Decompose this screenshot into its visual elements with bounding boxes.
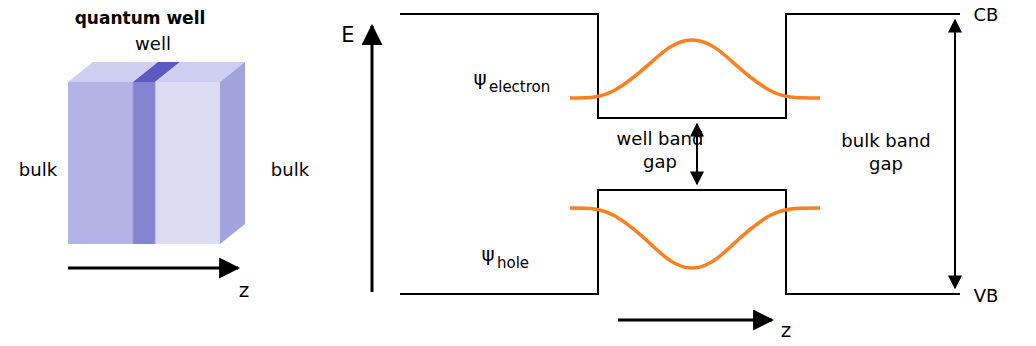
wavefunction-symbol: ψ bbox=[481, 242, 494, 266]
layer-label: bulk bbox=[19, 159, 57, 181]
valence-band-edge bbox=[400, 190, 960, 294]
cube bbox=[68, 62, 245, 244]
hole-wavefunction bbox=[570, 208, 820, 268]
band-label: CB bbox=[974, 4, 999, 26]
layer-label: well bbox=[135, 33, 171, 55]
diagram-title: quantum well bbox=[75, 8, 206, 28]
band-label: VB bbox=[974, 285, 999, 307]
bulk-gap-arrow bbox=[954, 20, 956, 288]
gap-label: well band gap bbox=[615, 127, 705, 174]
axis-label: z bbox=[239, 278, 250, 302]
axis-label: z bbox=[781, 318, 792, 342]
axis-label: E bbox=[341, 23, 354, 48]
z-axis-arrow bbox=[618, 319, 772, 322]
wavefunction-subscript: electron bbox=[489, 78, 550, 96]
wavefunction-subscript: hole bbox=[497, 254, 529, 272]
layer-label: bulk bbox=[271, 159, 309, 181]
conduction-band-edge bbox=[400, 14, 960, 118]
gap-label: bulk band gap bbox=[836, 129, 936, 176]
energy-axis-arrow bbox=[371, 26, 374, 292]
z-axis-arrow bbox=[68, 267, 238, 270]
wavefunction-symbol: ψ bbox=[473, 66, 486, 90]
electron-wavefunction bbox=[570, 40, 820, 98]
